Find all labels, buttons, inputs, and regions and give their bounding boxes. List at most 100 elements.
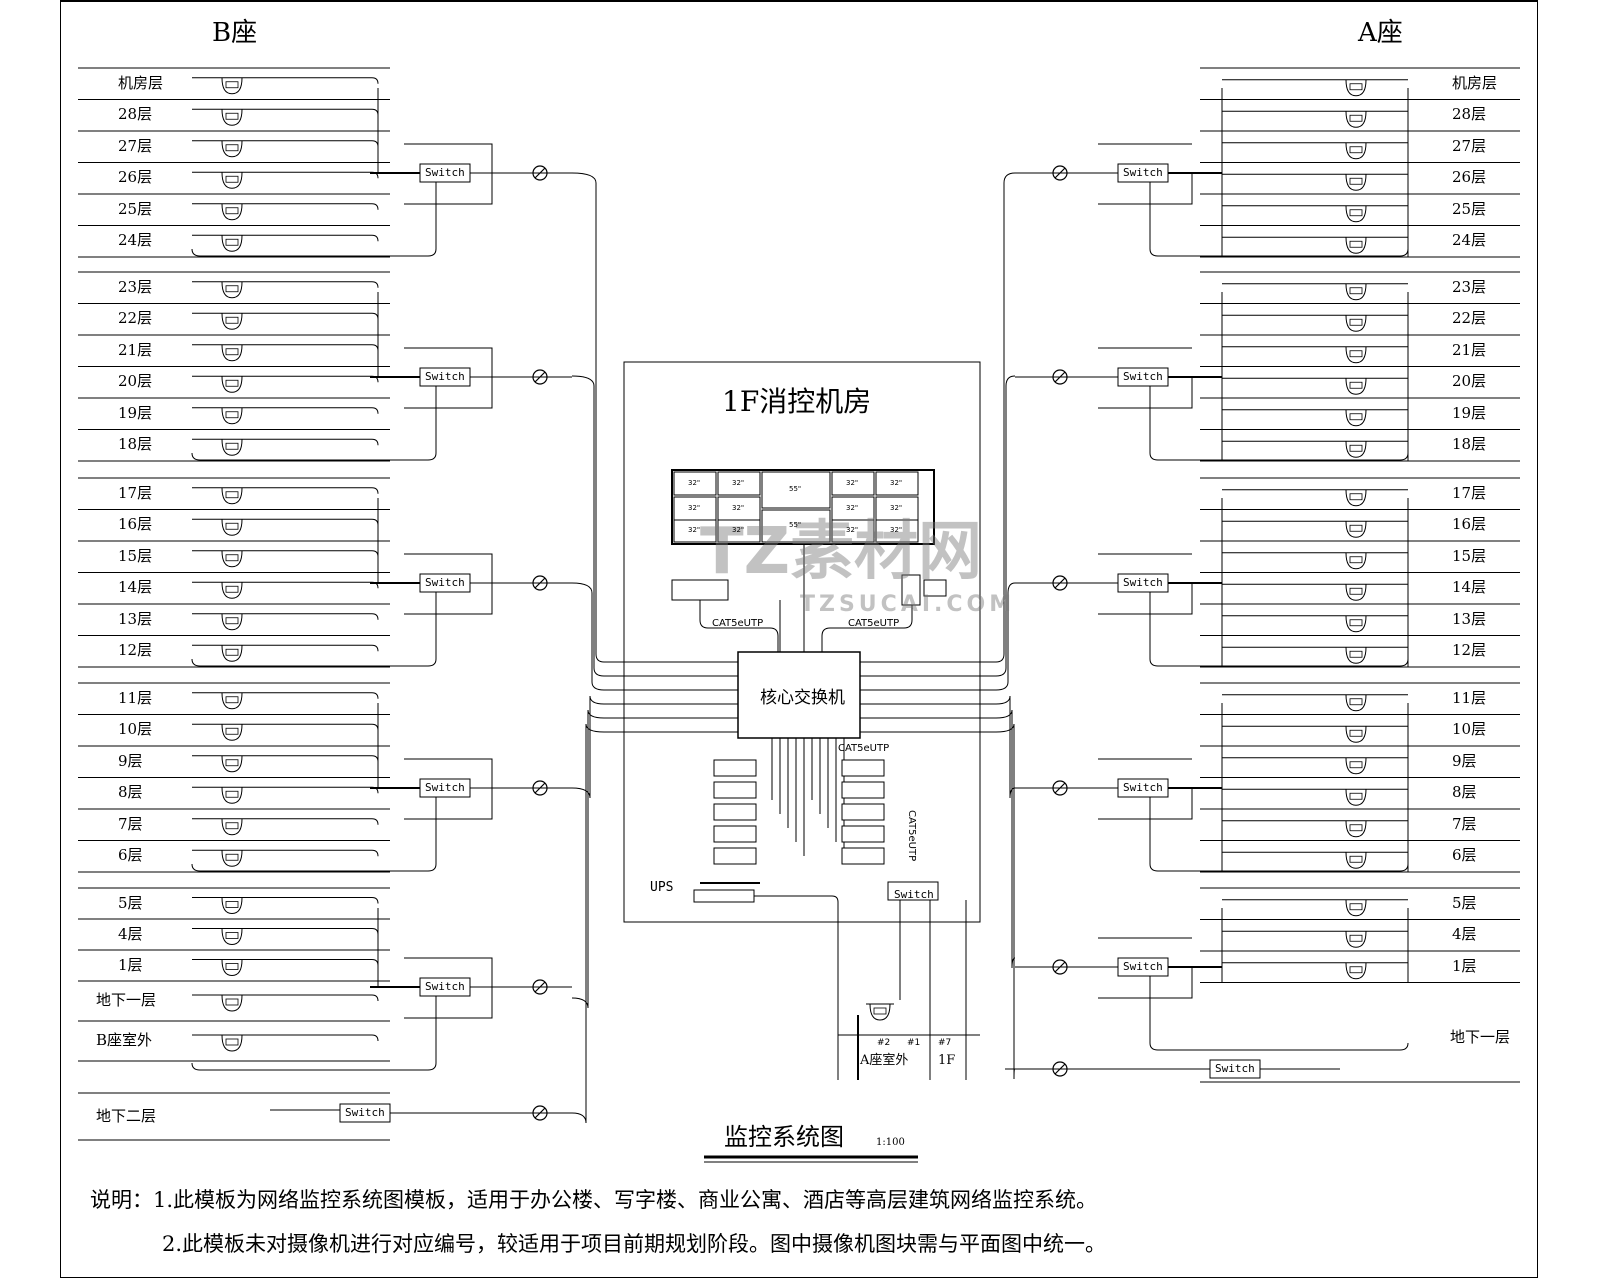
camera-body-icon: [1349, 350, 1363, 358]
fiber-converter-icon: [1052, 1061, 1068, 1077]
camera-icon: [218, 755, 246, 773]
camera-body-icon: [1349, 114, 1363, 122]
switch-label: Switch: [1123, 576, 1163, 589]
cable-label-vertical: CAT5eUTP: [906, 810, 917, 862]
cable-label-left: CAT5eUTP: [712, 618, 764, 629]
decoder-box: [841, 759, 885, 777]
fiber-converter-icon: [532, 1105, 548, 1121]
switch-label: Switch: [425, 576, 465, 589]
camera-cable: [246, 140, 379, 147]
camera-body-icon: [225, 790, 239, 798]
control-room-frame: [623, 361, 981, 923]
power-cable: [191, 592, 437, 667]
camera-icon: [218, 77, 246, 95]
floor-label-b: 12层: [118, 641, 153, 660]
ups-label: UPS: [650, 880, 674, 895]
camera-icon: [218, 786, 246, 804]
fiber-converter-icon: [534, 167, 546, 179]
trunk-b: [571, 582, 738, 691]
power-cable: [1149, 386, 1409, 461]
floor-label-a: 22层: [1452, 309, 1487, 328]
switch-enclosure: [1098, 143, 1193, 205]
camera-body-icon: [225, 522, 239, 530]
camera-icon: [218, 312, 246, 330]
camera-body-icon: [225, 759, 239, 767]
camera-icon: [1342, 173, 1370, 191]
switch-label: Switch: [1215, 1062, 1255, 1075]
floor-label-b: 23层: [118, 277, 153, 296]
storage-box: [713, 781, 757, 799]
trunk-b: [571, 172, 738, 663]
floor-label-b: 7层: [118, 814, 143, 833]
floor-label-b: 4层: [118, 924, 143, 943]
camera-icon: [1342, 646, 1370, 664]
power-cable: [1149, 592, 1409, 667]
trunk-b: [571, 723, 738, 1124]
camera-body-icon: [225, 379, 239, 387]
camera-icon: [218, 613, 246, 631]
monitor: [875, 471, 919, 496]
camera-body-icon: [1349, 287, 1363, 295]
floor-label-a: 23层: [1452, 277, 1487, 296]
camera-cable: [246, 692, 379, 699]
power-cable: [191, 386, 437, 461]
camera-body-icon: [1349, 698, 1363, 706]
camera-body-icon: [225, 932, 239, 939]
fiber-converter-icon: [1052, 959, 1068, 975]
power-cable: [1149, 182, 1409, 257]
monitor-size: 32": [732, 526, 745, 534]
switch-label: Switch: [1123, 960, 1163, 973]
decoder-box: [841, 847, 885, 865]
camera-icon: [1342, 788, 1370, 806]
camera-icon: [1342, 694, 1370, 712]
decoder-box: [841, 781, 885, 799]
floor-label-a: 18层: [1452, 435, 1487, 454]
floor-label-a: 5层: [1452, 893, 1477, 912]
camera-cable: [246, 550, 379, 557]
camera-body-icon: [1349, 619, 1363, 627]
floor-label-b: 1层: [118, 955, 143, 974]
floor-label-b: 5层: [118, 893, 143, 912]
camera-body-icon: [1349, 444, 1363, 452]
camera-icon: [1342, 962, 1370, 980]
floor-label-b: 6层: [118, 846, 143, 865]
outdoor-a-label: A座室外: [860, 1053, 909, 1068]
outdoor-1f-label: 1F: [938, 1053, 956, 1068]
camera-icon: [1342, 236, 1370, 254]
switch-enclosure: [1098, 553, 1193, 615]
floor-label-b: 9层: [118, 751, 143, 770]
drawing-frame: [60, 0, 1538, 1278]
camera-body-icon: [225, 348, 239, 356]
fiber-converter-icon: [532, 165, 548, 181]
camera-icon: [218, 108, 246, 126]
floor-label-b: 13层: [118, 609, 153, 628]
camera-body-icon: [1349, 824, 1363, 832]
floor-label-a: 4层: [1452, 925, 1477, 944]
ups-power: [754, 895, 839, 1080]
floor-label-a: 26层: [1452, 168, 1487, 187]
power-cable: [1149, 797, 1409, 872]
switch-label: Switch: [425, 370, 465, 383]
fiber-converter-icon: [1052, 780, 1068, 796]
fiber-converter-icon: [532, 369, 548, 385]
camera-cable: [246, 77, 379, 84]
floor-label-b: B座室外: [96, 1031, 153, 1049]
camera-body-icon: [1349, 761, 1363, 769]
camera-icon: [1342, 820, 1370, 838]
pc-monitor-icon: [923, 579, 947, 597]
floor-label-a: 27层: [1452, 136, 1487, 155]
camera-icon: [218, 487, 246, 505]
camera-body-icon: [1349, 650, 1363, 658]
camera-cable: [246, 487, 379, 494]
camera-body-icon: [1349, 318, 1363, 326]
floor-label-b: 21层: [118, 340, 153, 359]
tower-a-title: A座: [1358, 18, 1403, 48]
camera-body-icon: [225, 617, 239, 625]
camera-body-icon: [225, 998, 239, 1006]
camera-icon: [1342, 205, 1370, 223]
monitor-size: 32": [732, 503, 745, 512]
floor-label-b: 14层: [118, 578, 153, 597]
floor-label-a: 地下一层: [1450, 1028, 1511, 1046]
camera-icon: [1342, 899, 1370, 917]
switch-label: Switch: [425, 980, 465, 993]
